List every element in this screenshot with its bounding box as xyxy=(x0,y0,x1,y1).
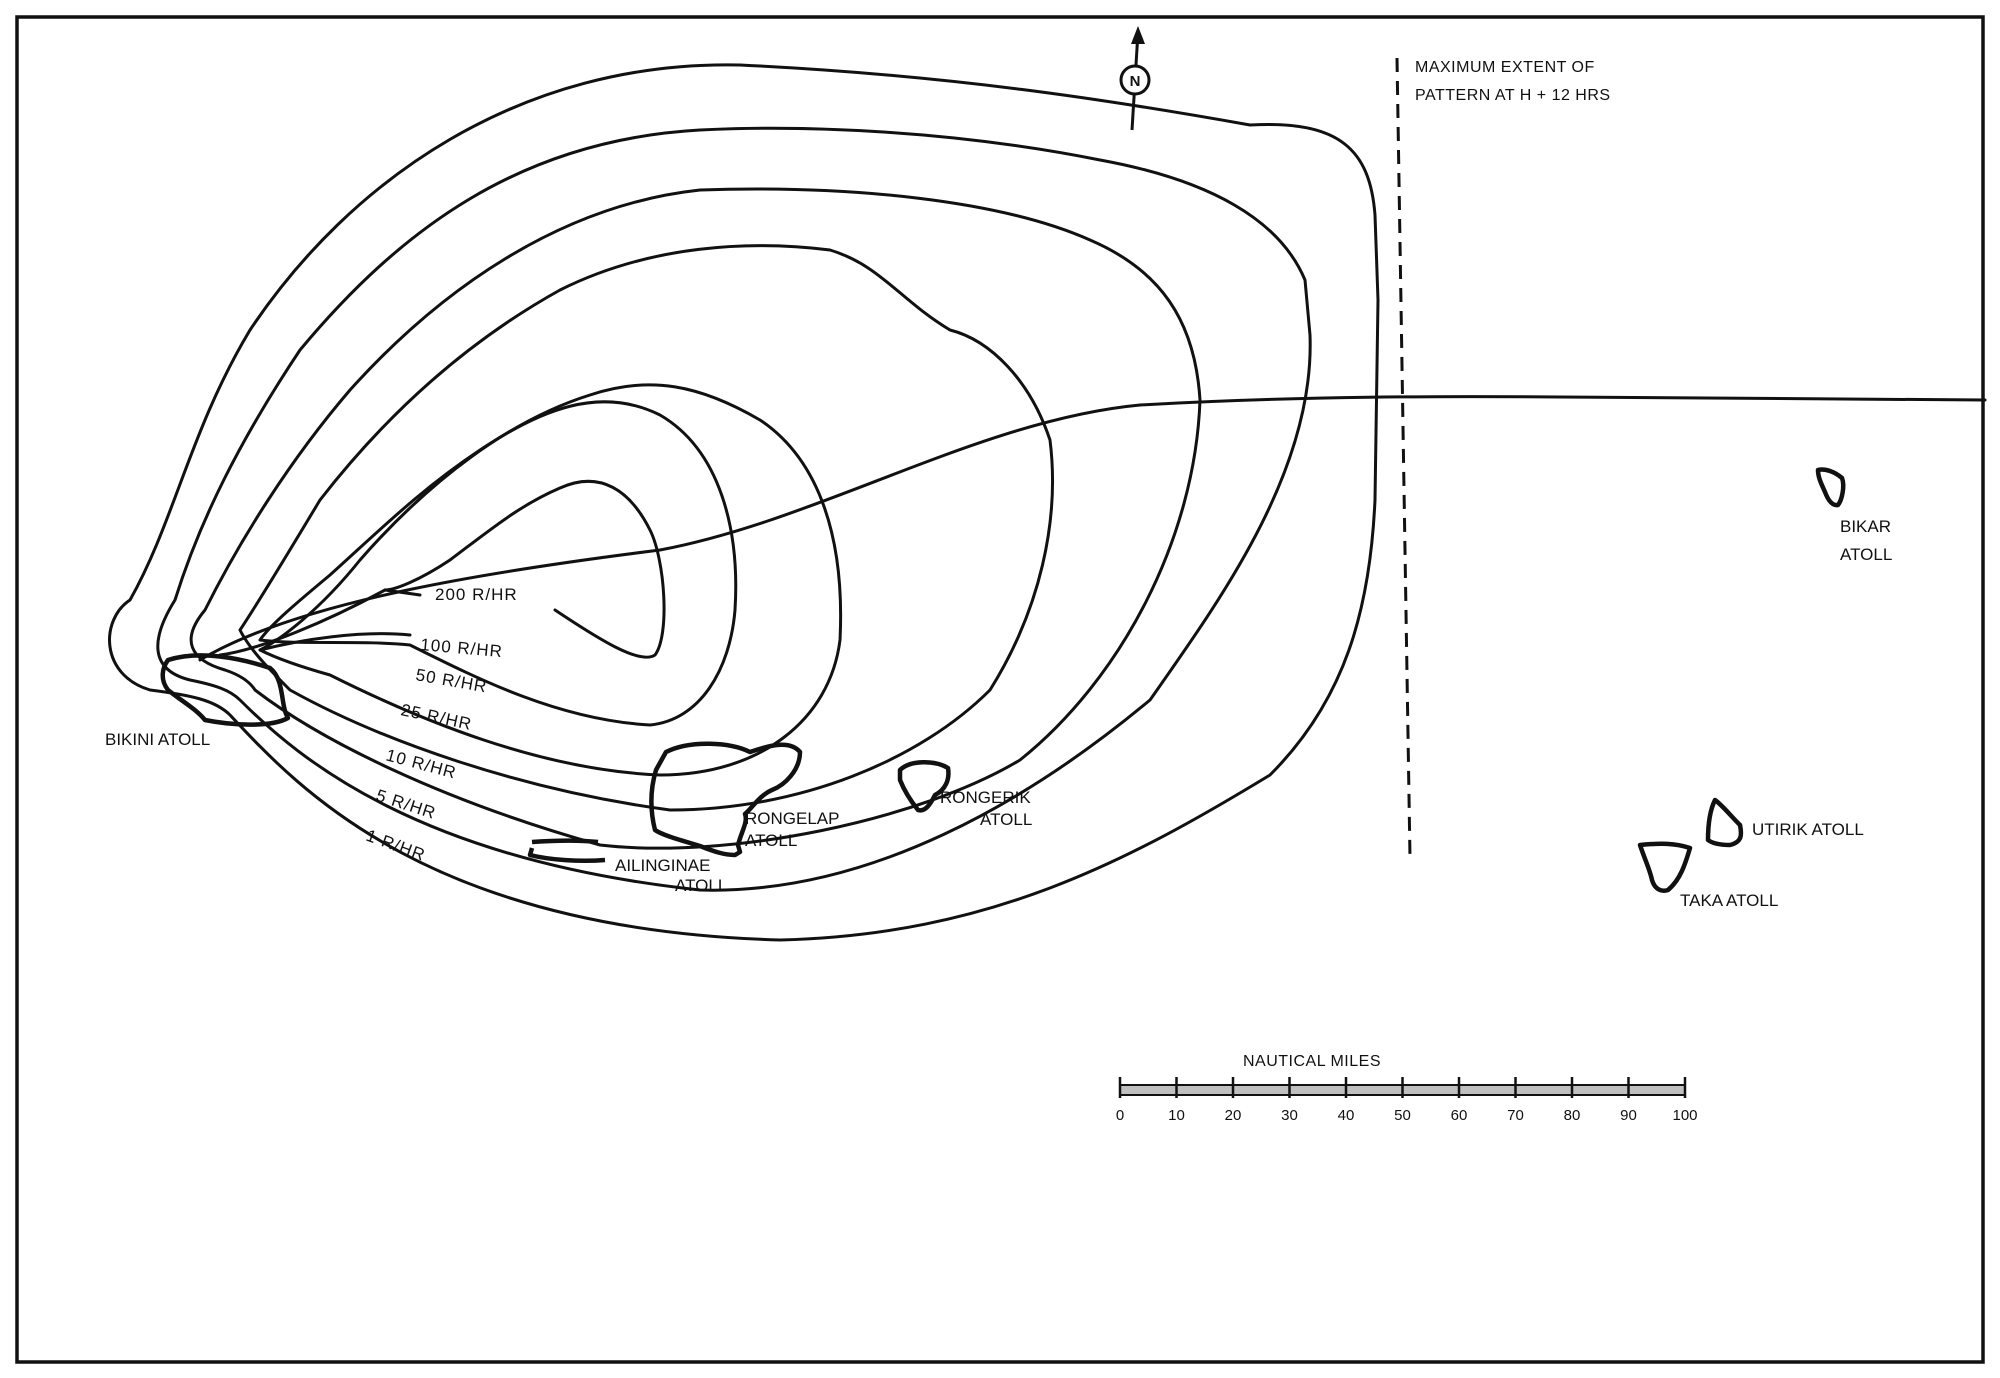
scale-tick-label: 60 xyxy=(1451,1107,1468,1124)
scale-ticks: 0 10 20 30 40 50 60 70 80 90 100 xyxy=(1116,1077,1698,1124)
extent-note-line1: MAXIMUM EXTENT OF xyxy=(1415,59,1595,76)
contour-50-rhr xyxy=(258,383,843,777)
bikar-label-line1: BIKAR xyxy=(1840,517,1891,536)
scale-bar: NAUTICAL MILES 0 10 20 30 40 50 60 70 80 90 100 xyxy=(1116,1053,1698,1124)
rongerik-label-line1: RONGERIK xyxy=(940,788,1031,807)
bikini-atoll-island xyxy=(160,653,291,727)
ailinginae-atoll-island xyxy=(527,838,606,864)
taka-atoll-label: TAKA ATOLL xyxy=(1680,891,1778,910)
bikar-atoll-island xyxy=(1815,467,1846,508)
scale-tick-label: 80 xyxy=(1564,1107,1581,1124)
rongelap-label-line1: RONGELAP xyxy=(745,809,839,828)
contour-25-rhr xyxy=(238,244,1054,812)
taka-atoll-island xyxy=(1637,841,1693,893)
utirik-atoll-label: UTIRIK ATOLL xyxy=(1752,820,1864,839)
contour-label-25: 25 R/HR xyxy=(399,700,474,734)
scale-tick-label: 30 xyxy=(1281,1107,1298,1124)
ailinginae-label-line2: ATOLL xyxy=(675,876,727,895)
rongerik-label-line2: ATOLL xyxy=(980,810,1032,829)
north-arrow: N xyxy=(1119,26,1151,131)
scale-tick-label: 90 xyxy=(1620,1107,1637,1124)
max-extent-dashed-line xyxy=(1395,57,1412,859)
bikini-atoll-label: BIKINI ATOLL xyxy=(105,730,210,749)
contour-1-rhr xyxy=(108,63,1380,942)
bikar-label-line2: ATOLL xyxy=(1840,545,1892,564)
fallout-axis-line xyxy=(198,395,1987,662)
contour-label-10: 10 R/HR xyxy=(384,746,459,783)
scale-tick-label: 0 xyxy=(1116,1107,1124,1124)
contour-5-rhr xyxy=(156,126,1312,892)
contour-label-5: 5 R/HR xyxy=(374,786,439,823)
contour-100-tail xyxy=(258,632,412,652)
scale-tick-label: 50 xyxy=(1394,1107,1411,1124)
scale-tick-label: 10 xyxy=(1168,1107,1185,1124)
ailinginae-label-line1: AILINGINAE xyxy=(615,856,710,875)
rongelap-atoll-island xyxy=(649,741,803,858)
scale-tick-label: 40 xyxy=(1338,1107,1355,1124)
north-symbol: N xyxy=(1130,73,1141,90)
scale-tick-label: 70 xyxy=(1507,1107,1524,1124)
map-frame xyxy=(15,15,1985,1364)
utirik-atoll-island xyxy=(1705,797,1744,848)
contour-label-50: 50 R/HR xyxy=(414,665,488,696)
rongelap-label-line2: ATOLL xyxy=(745,831,797,850)
contour-200-rhr xyxy=(383,479,666,659)
contour-label-200: 200 R/HR xyxy=(435,585,518,604)
contour-label-1: 1 R/HR xyxy=(364,826,429,865)
scale-tick-label: 20 xyxy=(1225,1107,1242,1124)
rongerik-atoll-island xyxy=(897,760,951,813)
scale-title: NAUTICAL MILES xyxy=(1243,1053,1381,1070)
contour-10-rhr xyxy=(189,187,1202,850)
scale-tick-label: 100 xyxy=(1672,1107,1697,1124)
extent-note-line2: PATTERN AT H + 12 HRS xyxy=(1415,87,1611,104)
